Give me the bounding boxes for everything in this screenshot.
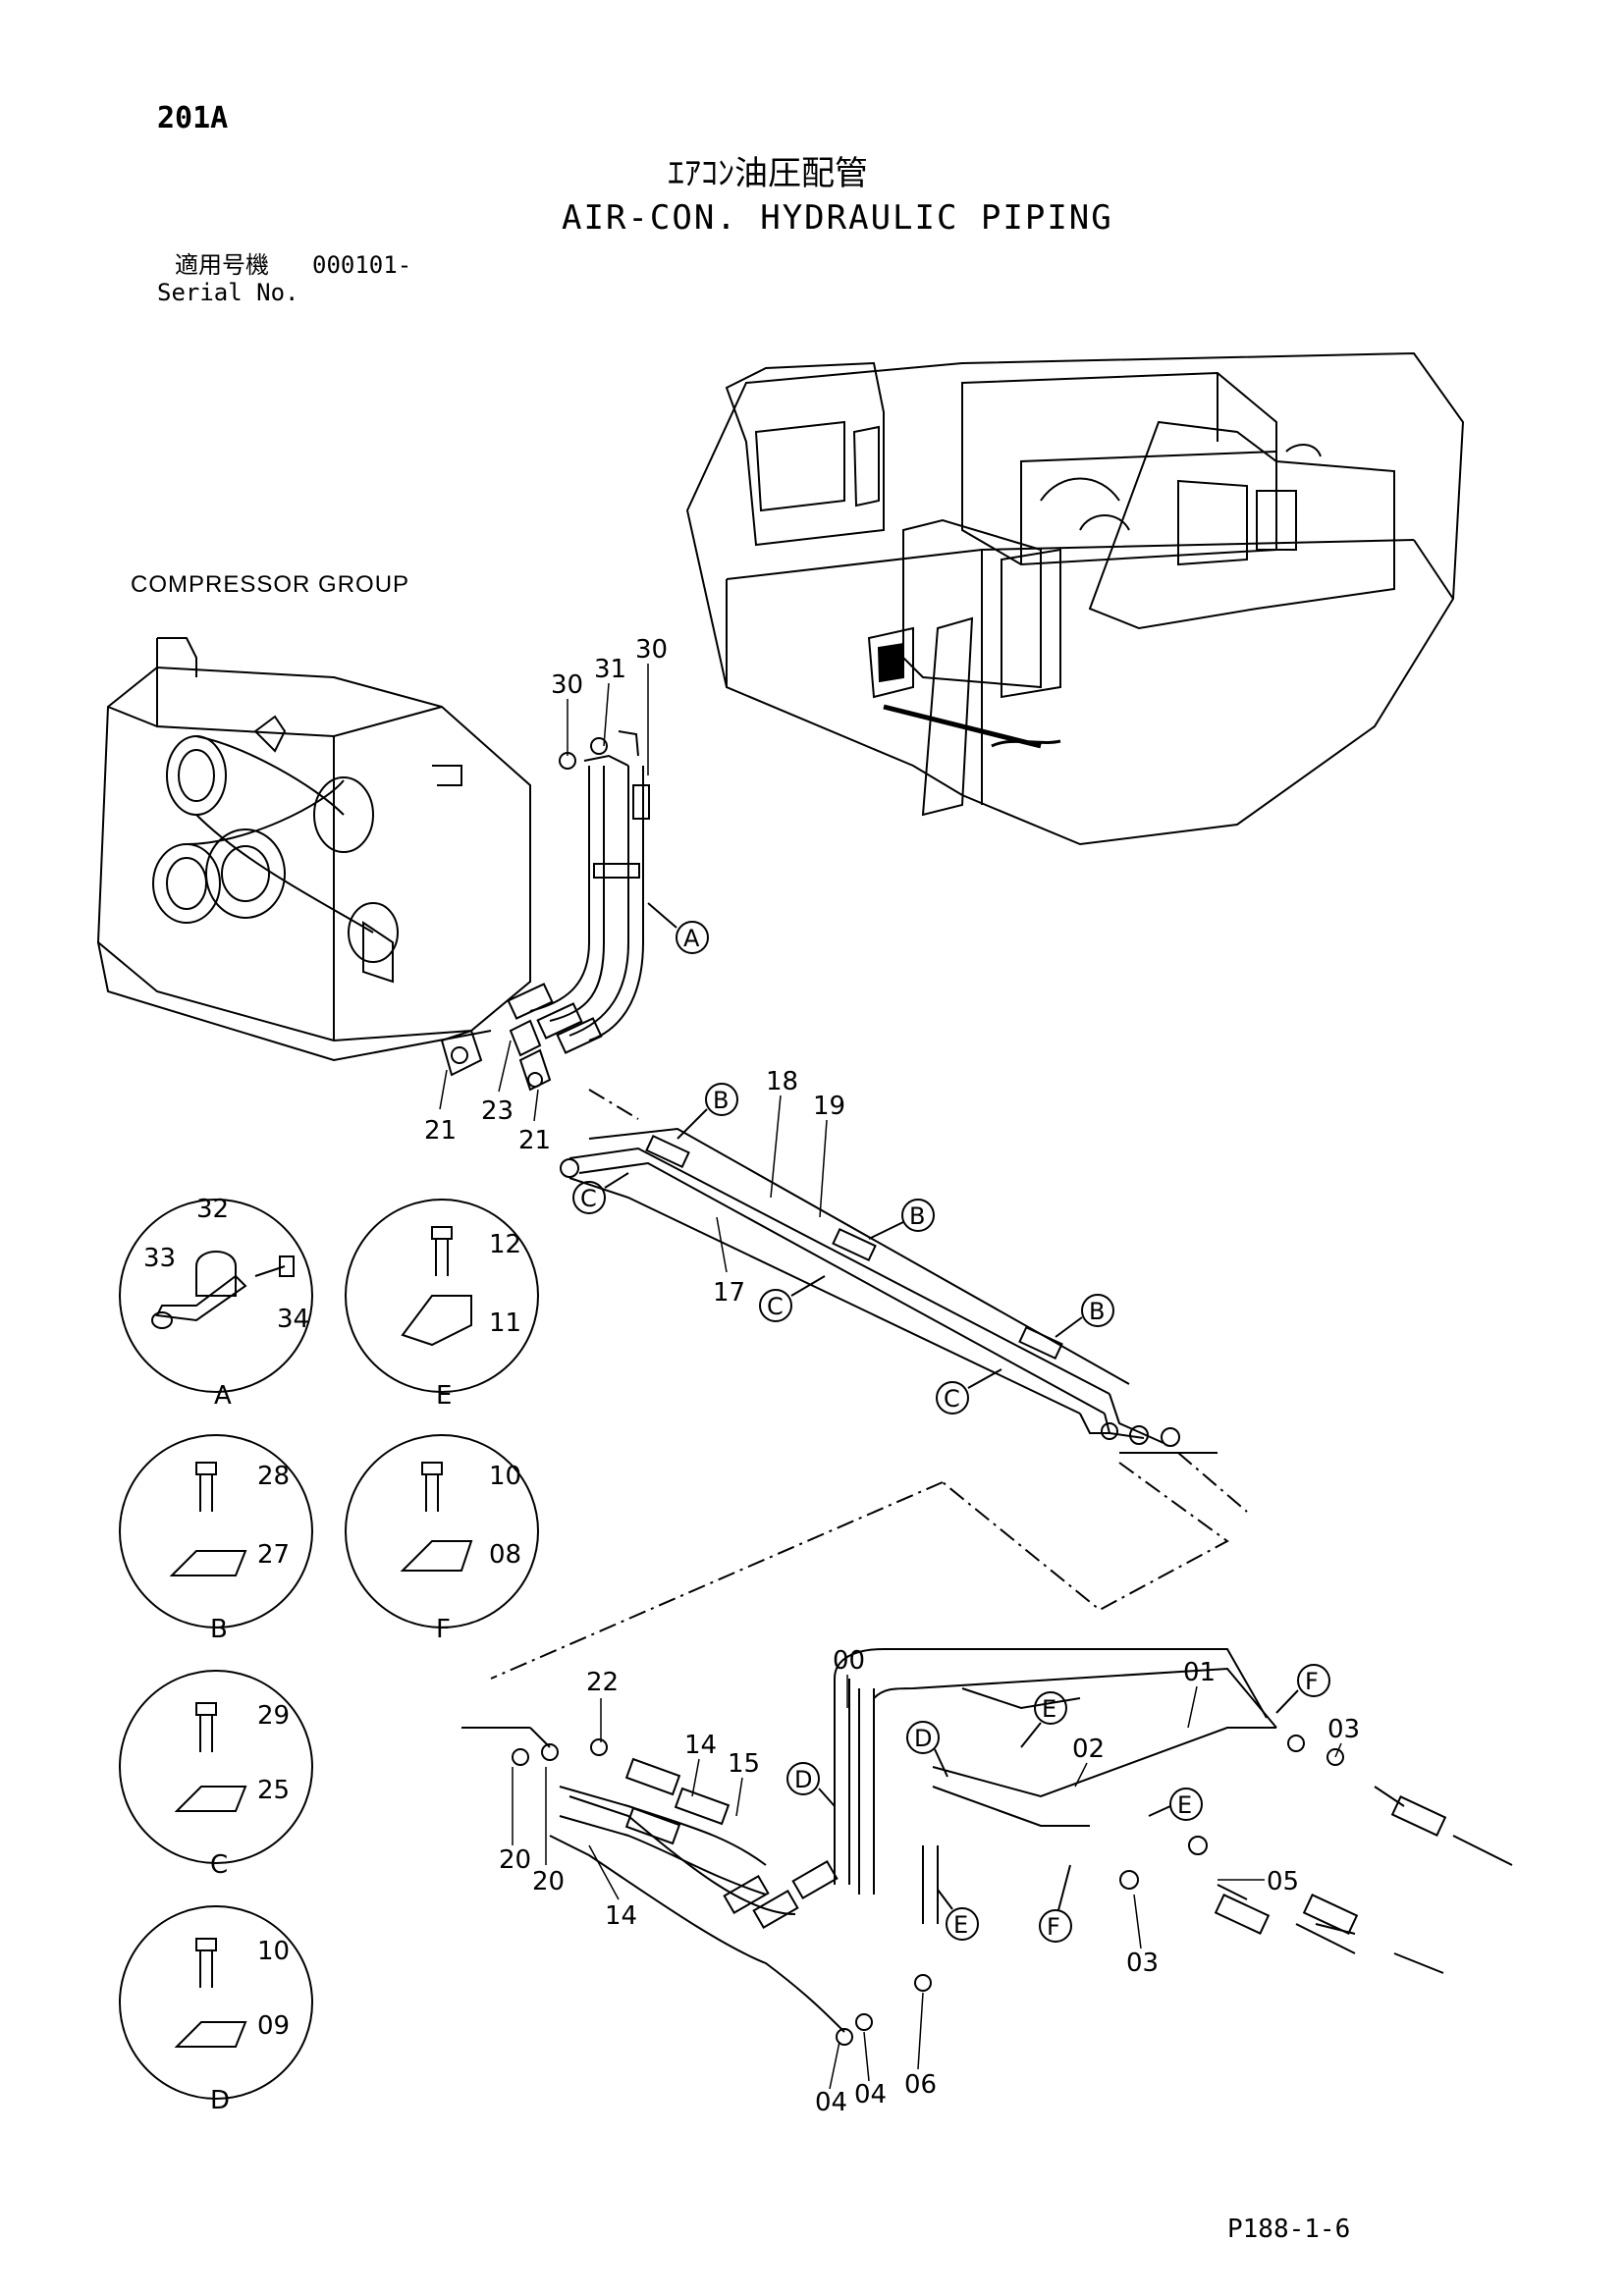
circle-label-A: A xyxy=(647,902,709,954)
callout-21a: 21 xyxy=(424,1116,457,1146)
detail-view-F: 10 08 F xyxy=(345,1434,539,1644)
lower-pipes xyxy=(512,1648,1513,2046)
callout-15: 15 xyxy=(728,1749,760,1779)
detail-D-letter: D xyxy=(210,2086,230,2115)
svg-text:E: E xyxy=(1177,1791,1192,1819)
callout-02: 02 xyxy=(1072,1735,1105,1764)
circle-label-B2: B xyxy=(868,1199,935,1240)
callout-03a: 03 xyxy=(1327,1715,1360,1744)
callout-20a: 20 xyxy=(499,1845,531,1875)
svg-text:F: F xyxy=(1047,1913,1060,1941)
callout-06: 06 xyxy=(904,2070,937,2100)
title-english: AIR-CON. HYDRAULIC PIPING xyxy=(562,198,1113,238)
connection-lines xyxy=(490,1089,1248,1680)
detail-F-letter: F xyxy=(436,1615,451,1644)
detail-A-part-33: 33 xyxy=(143,1244,176,1273)
svg-text:A: A xyxy=(683,925,700,952)
circle-label-E1: E xyxy=(1020,1691,1067,1748)
detail-E-part-11: 11 xyxy=(489,1308,521,1338)
detail-B-part-27: 27 xyxy=(257,1540,290,1570)
circle-label-E3: E xyxy=(937,1889,979,1941)
compressor-group-label: COMPRESSOR GROUP xyxy=(131,571,410,598)
compressor-illustration xyxy=(96,637,531,1062)
circle-label-C1: C xyxy=(572,1172,629,1214)
upper-hoses xyxy=(440,730,650,1092)
circle-label-F2: F xyxy=(1039,1864,1072,1943)
serial-label-japanese: 適用号機 xyxy=(175,251,269,279)
detail-B-letter: B xyxy=(210,1615,228,1644)
detail-E-part-12: 12 xyxy=(489,1230,521,1259)
circle-label-B3: B xyxy=(1055,1294,1114,1338)
circle-label-E2: E xyxy=(1148,1788,1203,1821)
svg-text:E: E xyxy=(1042,1695,1056,1723)
detail-C-part-29: 29 xyxy=(257,1701,290,1731)
callout-30a: 30 xyxy=(551,670,583,700)
detail-D-part-10: 10 xyxy=(257,1937,290,1966)
circle-label-C2: C xyxy=(759,1275,826,1322)
callout-leaders xyxy=(439,664,1342,2090)
callout-20b: 20 xyxy=(532,1867,565,1896)
detail-view-B: 28 27 B xyxy=(119,1434,313,1644)
reference-code: P188-1-6 xyxy=(1227,2215,1351,2244)
circle-label-D2: D xyxy=(906,1721,948,1778)
callout-01: 01 xyxy=(1183,1658,1216,1687)
svg-text:D: D xyxy=(794,1766,812,1793)
callout-00: 00 xyxy=(833,1646,865,1676)
detail-D-part-09: 09 xyxy=(257,2011,290,2041)
svg-text:E: E xyxy=(953,1911,968,1939)
callout-21b: 21 xyxy=(518,1126,551,1155)
detail-view-E: 12 11 E xyxy=(345,1199,539,1411)
detail-C-letter: C xyxy=(210,1850,228,1880)
callout-03b: 03 xyxy=(1126,1949,1159,1978)
svg-text:D: D xyxy=(914,1725,932,1752)
svg-text:B: B xyxy=(713,1087,729,1114)
circle-label-C3: C xyxy=(936,1368,1002,1415)
circle-label-B1: B xyxy=(677,1083,738,1140)
callout-14b: 14 xyxy=(605,1901,637,1931)
svg-text:C: C xyxy=(580,1185,597,1212)
detail-view-A: 32 33 34 A xyxy=(119,1195,313,1411)
callout-05: 05 xyxy=(1267,1867,1299,1896)
detail-E-letter: E xyxy=(436,1381,452,1411)
detail-B-part-28: 28 xyxy=(257,1462,290,1491)
callout-04a: 04 xyxy=(815,2088,847,2117)
svg-text:C: C xyxy=(944,1385,960,1413)
callout-31: 31 xyxy=(594,655,626,684)
detail-F-part-10: 10 xyxy=(489,1462,521,1491)
detail-A-letter: A xyxy=(214,1381,232,1411)
machine-illustration xyxy=(685,351,1465,846)
part-callouts: 30 31 30 21 23 21 18 19 17 22 14 15 00 0… xyxy=(424,635,1360,2117)
svg-text:F: F xyxy=(1305,1668,1319,1695)
title-japanese: ｴｱｺﾝ油圧配管 xyxy=(668,154,868,193)
callout-19: 19 xyxy=(813,1092,845,1121)
callout-30b: 30 xyxy=(635,635,668,665)
long-pipes xyxy=(560,1127,1218,1454)
serial-value: 000101- xyxy=(312,251,412,279)
serial-label-english: Serial No. xyxy=(157,279,299,306)
detail-A-part-32: 32 xyxy=(196,1195,229,1224)
svg-text:C: C xyxy=(767,1293,784,1320)
callout-14a: 14 xyxy=(684,1731,717,1760)
circle-labels: A B C B C B C D D E E E F F xyxy=(572,902,1330,1943)
detail-view-C: 29 25 C xyxy=(119,1670,313,1880)
callout-22: 22 xyxy=(586,1668,619,1697)
callout-23: 23 xyxy=(481,1096,514,1126)
svg-text:B: B xyxy=(909,1202,925,1230)
detail-view-D: 10 09 D xyxy=(119,1905,313,2115)
detail-C-part-25: 25 xyxy=(257,1776,290,1805)
detail-F-part-08: 08 xyxy=(489,1540,521,1570)
detail-A-part-34: 34 xyxy=(277,1305,309,1334)
svg-text:B: B xyxy=(1089,1298,1105,1325)
circle-label-D1: D xyxy=(786,1762,836,1807)
callout-17: 17 xyxy=(713,1278,745,1308)
callout-18: 18 xyxy=(766,1067,798,1096)
page-number: 201A xyxy=(157,101,229,135)
callout-04b: 04 xyxy=(854,2080,887,2109)
circle-label-F1: F xyxy=(1275,1664,1330,1714)
